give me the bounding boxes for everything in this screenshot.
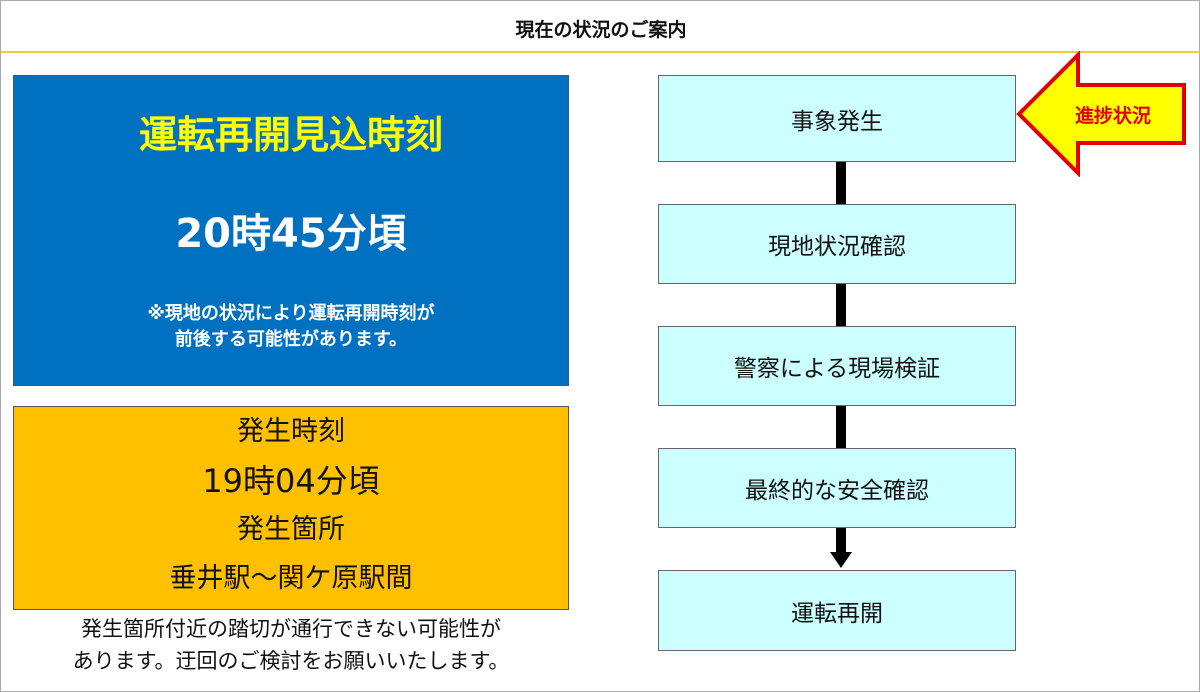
flow-connector [836, 528, 846, 554]
progress-indicator: 進捗状況 [1015, 50, 1200, 178]
flow-step-4: 最終的な安全確認 [658, 448, 1016, 528]
incident-time-label: 発生時刻 [237, 416, 345, 447]
flow-step-2: 現地状況確認 [658, 204, 1016, 284]
left-arrow-icon [1016, 50, 1186, 178]
crossing-notice: 発生箇所付近の踏切が通行できない可能性が あります。迂回のご検討をお願いいたしま… [13, 613, 569, 677]
flow-connector [836, 406, 846, 448]
incident-location-label: 発生箇所 [237, 514, 345, 545]
down-arrow-icon [830, 552, 852, 568]
resume-heading: 運転再開見込時刻 [138, 113, 443, 157]
incident-panel: 発生時刻 19時04分頃 発生箇所 垂井駅～関ケ原駅間 [13, 406, 569, 610]
resume-time-panel: 運転再開見込時刻 20時45分頃 ※現地の状況により運転再開時刻が 前後する可能… [13, 75, 569, 386]
notice-line1: 発生箇所付近の踏切が通行できない可能性が [81, 617, 501, 641]
flow-step-1: 事象発生 [658, 75, 1016, 162]
flow-step-5: 運転再開 [658, 570, 1016, 651]
incident-location: 垂井駅～関ケ原駅間 [169, 563, 413, 594]
flow-step-3: 警察による現場検証 [658, 326, 1016, 406]
flow-connector [836, 162, 846, 204]
incident-time: 19時04分頃 [202, 462, 380, 500]
resume-note-line1: ※現地の状況により運転再開時刻が [147, 303, 435, 324]
resume-time: 20時45分頃 [175, 211, 407, 257]
flow-connector [836, 284, 846, 326]
page-title: 現在の状況のご案内 [1, 1, 1200, 53]
resume-note-line2: 前後する可能性があります。 [174, 329, 408, 350]
notice-line2: あります。迂回のご検討をお願いいたします。 [72, 649, 510, 673]
progress-label: 進捗状況 [1075, 105, 1152, 127]
